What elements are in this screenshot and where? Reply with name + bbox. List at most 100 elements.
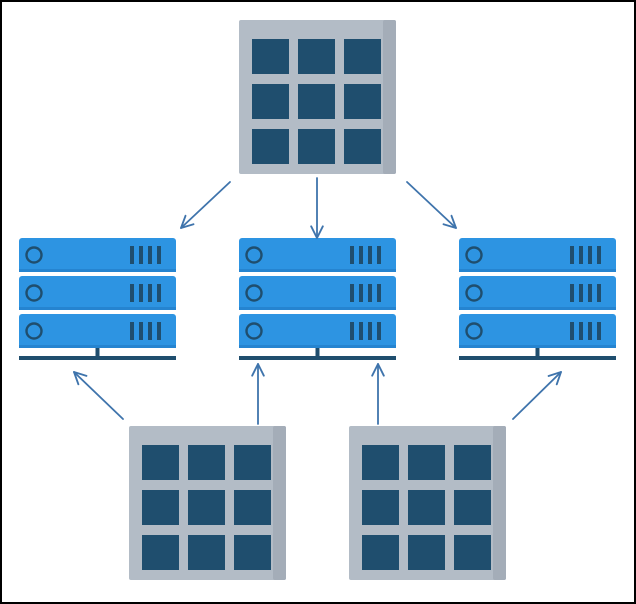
- server-vent-bar: [579, 322, 583, 340]
- grid-panel-icon: [239, 20, 396, 174]
- arrow-top-panel-to-server-right: [406, 181, 457, 229]
- server-vent-bar: [368, 284, 372, 302]
- server-unit: [459, 276, 616, 310]
- panel-tile: [454, 490, 491, 525]
- server-unit-edge: [239, 345, 396, 348]
- server-vent-bar: [139, 284, 143, 302]
- panel-tile: [454, 445, 491, 480]
- server-stand: [535, 348, 540, 358]
- server-vent-bar: [359, 246, 363, 264]
- arrow-bottom-right-panel-to-server-right: [512, 371, 562, 420]
- panel-edge: [493, 426, 506, 580]
- server-rack-icon: [239, 238, 396, 360]
- server-rack-icon: [19, 238, 176, 360]
- server-vent-bar: [570, 246, 574, 264]
- server-vent-bar: [130, 322, 134, 340]
- panel-tile: [408, 535, 445, 570]
- server-unit-edge: [459, 345, 616, 348]
- panel-tile: [234, 490, 271, 525]
- server-unit: [239, 238, 396, 272]
- panel-tile: [252, 39, 289, 74]
- server-unit-edge: [459, 269, 616, 272]
- panel-tile: [344, 84, 381, 119]
- server-stand: [95, 348, 100, 358]
- panel-tile: [142, 445, 179, 480]
- panel-edge: [273, 426, 286, 580]
- server-stand: [315, 348, 320, 358]
- panel-tile: [188, 535, 225, 570]
- server-vent-bar: [579, 246, 583, 264]
- server-unit: [239, 276, 396, 310]
- panel-tile: [344, 39, 381, 74]
- panel-tile: [408, 490, 445, 525]
- server-unit: [239, 314, 396, 348]
- server-vent-bar: [377, 322, 381, 340]
- panel-tile: [362, 445, 399, 480]
- panel-tile: [298, 84, 335, 119]
- server-unit: [459, 238, 616, 272]
- panel-tile: [298, 129, 335, 164]
- server-unit: [19, 314, 176, 348]
- server-led-icon: [25, 246, 43, 264]
- panel-edge: [383, 20, 396, 174]
- server-vent-bar: [588, 284, 592, 302]
- server-vent-bar: [368, 246, 372, 264]
- server-vent-bar: [597, 284, 601, 302]
- server-vent-bar: [597, 246, 601, 264]
- server-vent-bar: [350, 322, 354, 340]
- server-vent-bar: [350, 284, 354, 302]
- server-base: [239, 356, 396, 360]
- panel-tile: [252, 129, 289, 164]
- panel-tile: [142, 490, 179, 525]
- server-vent-bar: [148, 284, 152, 302]
- server-vent-bar: [157, 284, 161, 302]
- server-vent-bar: [130, 246, 134, 264]
- server-unit: [459, 314, 616, 348]
- server-vent-bar: [350, 246, 354, 264]
- server-unit-edge: [19, 269, 176, 272]
- server-unit-edge: [239, 269, 396, 272]
- server-rack-icon: [459, 238, 616, 360]
- server-vent-bar: [148, 246, 152, 264]
- server-led-icon: [245, 322, 263, 340]
- server-vent-bar: [377, 284, 381, 302]
- server-led-icon: [245, 246, 263, 264]
- server-vent-bar: [359, 322, 363, 340]
- server-vent-bar: [157, 246, 161, 264]
- grid-panel-icon: [129, 426, 286, 580]
- server-vent-bar: [139, 322, 143, 340]
- server-vent-bar: [570, 322, 574, 340]
- server-unit: [19, 238, 176, 272]
- server-unit-edge: [459, 307, 616, 310]
- server-base: [459, 356, 616, 360]
- server-vent-bar: [570, 284, 574, 302]
- server-led-icon: [465, 284, 483, 302]
- arrow-top-panel-to-server-left: [180, 181, 231, 229]
- server-led-icon: [465, 322, 483, 340]
- grid-panel-icon: [349, 426, 506, 580]
- server-vent-bar: [377, 246, 381, 264]
- panel-tile: [188, 490, 225, 525]
- panel-tile: [142, 535, 179, 570]
- panel-tile: [234, 445, 271, 480]
- server-unit-edge: [239, 307, 396, 310]
- server-vent-bar: [148, 322, 152, 340]
- server-vent-bar: [359, 284, 363, 302]
- panel-tile: [344, 129, 381, 164]
- server-vent-bar: [130, 284, 134, 302]
- server-vent-bar: [597, 322, 601, 340]
- server-base: [19, 356, 176, 360]
- server-vent-bar: [139, 246, 143, 264]
- server-led-icon: [25, 322, 43, 340]
- panel-tile: [298, 39, 335, 74]
- server-vent-bar: [588, 246, 592, 264]
- server-vent-bar: [579, 284, 583, 302]
- panel-tile: [454, 535, 491, 570]
- server-led-icon: [465, 246, 483, 264]
- server-vent-bar: [588, 322, 592, 340]
- arrow-bottom-left-panel-to-server-left: [73, 371, 124, 420]
- server-vent-bar: [368, 322, 372, 340]
- server-unit-edge: [19, 345, 176, 348]
- server-vent-bar: [157, 322, 161, 340]
